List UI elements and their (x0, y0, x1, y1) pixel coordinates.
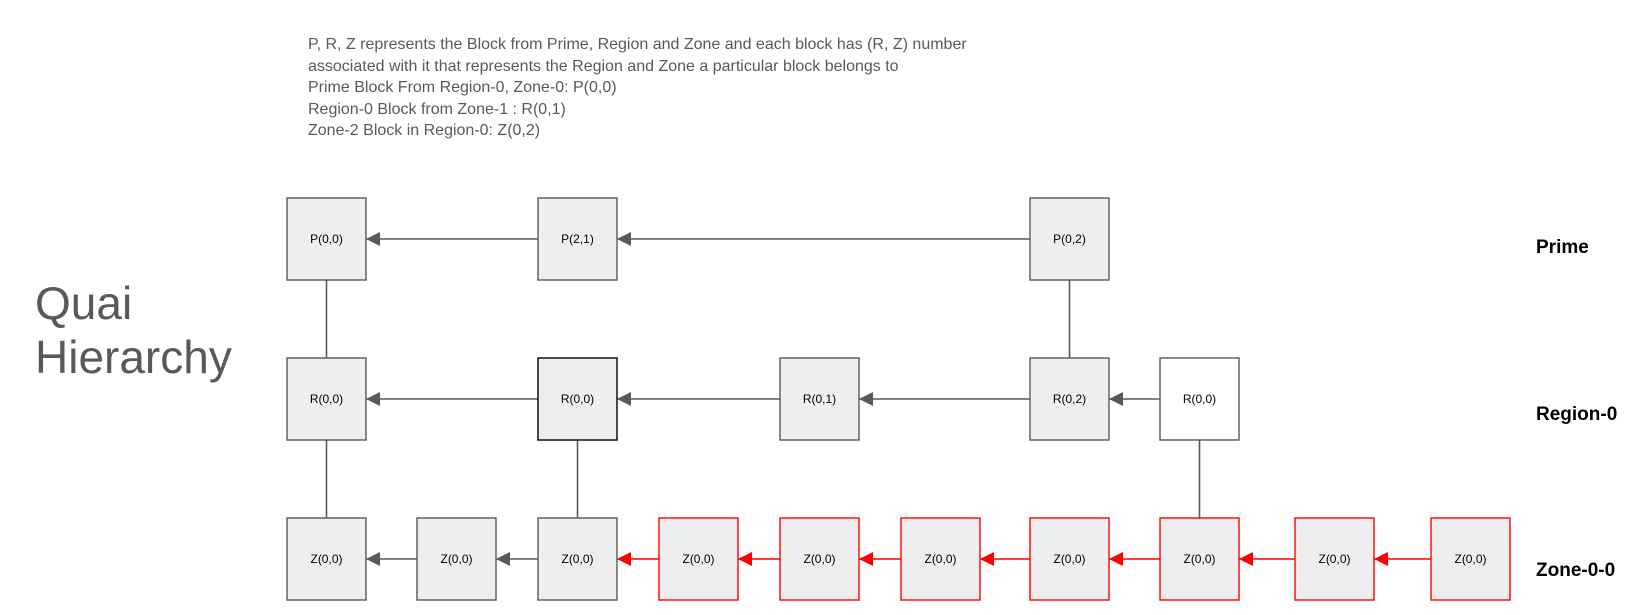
zone-block: Z(0,0) (779, 517, 860, 601)
block-rect (416, 517, 497, 601)
zone-block: Z(0,0) (1294, 517, 1375, 601)
prime-block: P(2,1) (537, 197, 618, 281)
block-rect (779, 357, 860, 441)
level-label-prime: Prime (1536, 237, 1589, 258)
block-rect (1294, 517, 1375, 601)
block-label: Z(0,0) (1454, 552, 1486, 566)
block-label: Z(0,0) (803, 552, 835, 566)
zone-block: Z(0,0) (286, 517, 367, 601)
title-line-2: Hierarchy (35, 331, 232, 383)
title-line-1: Quai (35, 277, 133, 329)
block-rect (1430, 517, 1511, 601)
block-label: P(0,2) (1053, 232, 1086, 246)
zone-block: Z(0,0) (537, 517, 618, 601)
block-rect (286, 197, 367, 281)
block-rect (900, 517, 981, 601)
block-label: Z(0,0) (561, 552, 593, 566)
description-line: Prime Block From Region-0, Zone-0: P(0,0… (308, 79, 617, 96)
block-rect (286, 517, 367, 601)
block-rect (1029, 517, 1110, 601)
block-rect (1029, 357, 1110, 441)
block-label: Z(0,0) (440, 552, 472, 566)
region-block: R(0,0) (1159, 357, 1240, 441)
block-rect (1159, 517, 1240, 601)
block-label: P(2,1) (561, 232, 594, 246)
block-rect (1159, 357, 1240, 441)
region-block: R(0,0) (537, 357, 618, 441)
zone-block: Z(0,0) (900, 517, 981, 601)
block-label: Z(0,0) (1318, 552, 1350, 566)
block-label: R(0,2) (1053, 392, 1086, 406)
block-rect (537, 517, 618, 601)
block-rect (537, 357, 618, 441)
region-block: R(0,2) (1029, 357, 1110, 441)
region-block: R(0,0) (286, 357, 367, 441)
description-line: Zone-2 Block in Region-0: Z(0,2) (308, 122, 541, 139)
block-rect (658, 517, 739, 601)
zone-block: Z(0,0) (1029, 517, 1110, 601)
zone-block: Z(0,0) (1159, 517, 1240, 601)
block-label: Z(0,0) (310, 552, 342, 566)
block-label: Z(0,0) (682, 552, 714, 566)
prime-block: P(0,0) (286, 197, 367, 281)
block-label: R(0,0) (561, 392, 594, 406)
block-label: Z(0,0) (924, 552, 956, 566)
block-label: Z(0,0) (1053, 552, 1085, 566)
block-label: R(0,0) (310, 392, 343, 406)
block-rect (1029, 197, 1110, 281)
block-label: R(0,0) (1183, 392, 1216, 406)
block-rect (779, 517, 860, 601)
zone-block: Z(0,0) (658, 517, 739, 601)
block-rect (537, 197, 618, 281)
block-label: R(0,1) (803, 392, 836, 406)
level-label-zone: Zone-0-0 (1536, 560, 1616, 581)
block-rect (286, 357, 367, 441)
region-block: R(0,1) (779, 357, 860, 441)
description-line: associated with it that represents the R… (308, 57, 899, 75)
prime-block: P(0,2) (1029, 197, 1110, 281)
zone-block: Z(0,0) (1430, 517, 1511, 601)
block-label: P(0,0) (310, 232, 343, 246)
level-label-region: Region-0 (1536, 404, 1618, 425)
description-line: P, R, Z represents the Block from Prime,… (308, 36, 967, 53)
diagram-title: Quai Hierarchy (35, 276, 232, 384)
description-text: P, R, Z represents the Block from Prime,… (308, 34, 967, 142)
description-line: Region-0 Block from Zone-1 : R(0,1) (308, 100, 566, 118)
block-label: Z(0,0) (1183, 552, 1215, 566)
zone-block: Z(0,0) (416, 517, 497, 601)
